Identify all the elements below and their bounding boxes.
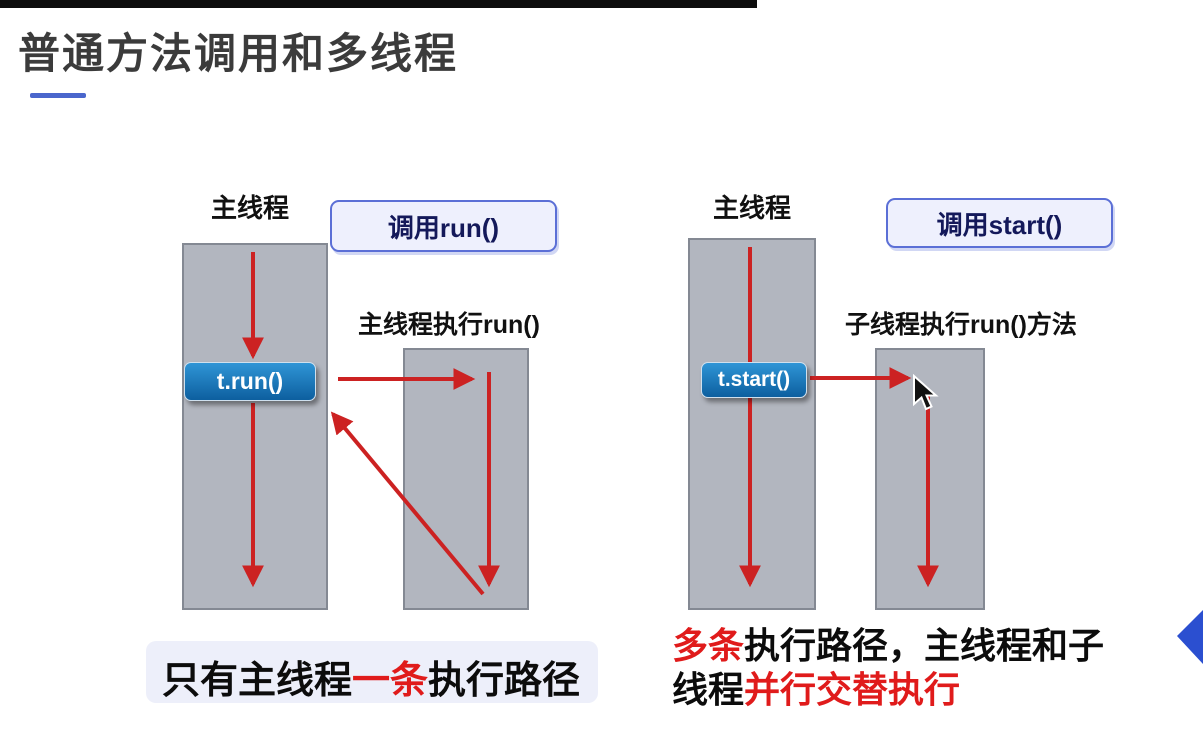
left-exec-label: 主线程执行run() [358,311,540,339]
blue-corner-triangle-icon [1177,610,1203,664]
right-caption: 多条执行路径，主线程和子 线程并行交替执行 [672,624,1104,712]
left-run-exec-bar [403,348,529,610]
right-caption-line1-text: 执行路径，主线程和子 [744,625,1105,666]
left-caption-pre: 只有主线程 [162,660,353,702]
title-underline [30,93,86,98]
left-call-box: 调用run() [330,200,557,252]
right-caption-line2-text: 线程 [672,668,745,710]
left-caption-highlight: 一条 [352,660,429,702]
right-caption-line2-highlight: 并行交替执行 [744,668,961,710]
right-main-thread-bar [688,238,816,610]
page-title: 普通方法调用和多线程 [18,30,459,77]
left-caption-post: 执行路径 [428,660,581,702]
t-run-badge: t.run() [184,362,316,401]
right-thread-label: 主线程 [712,193,791,223]
top-black-bar [0,0,757,8]
right-caption-line1-highlight: 多条 [672,625,745,666]
t-start-badge: t.start() [701,362,807,398]
left-main-thread-bar [182,243,328,610]
left-caption-background [146,641,598,703]
left-thread-label: 主线程 [210,193,289,223]
mouse-cursor-icon [913,374,939,411]
right-call-box: 调用start() [886,198,1113,248]
right-exec-label: 子线程执行run()方法 [845,311,1077,339]
left-caption: 只有主线程一条执行路径 [162,649,580,704]
